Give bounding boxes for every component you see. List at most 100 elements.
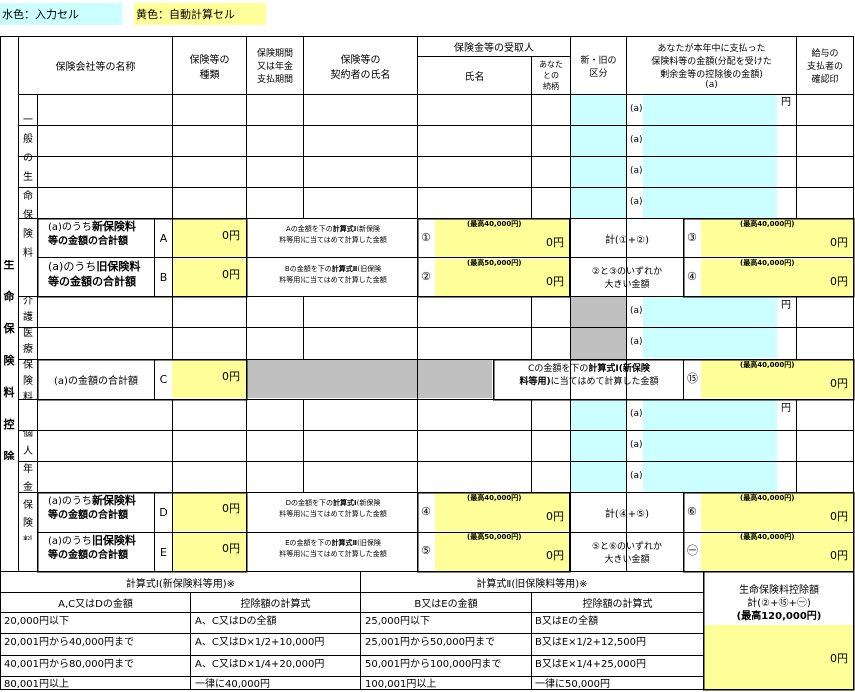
header-contractor: 保険等の契約者の氏名 [304,37,417,94]
label-total-c-text: (a)の金額の合計額 [54,376,138,387]
formula-desc-part: (旧保険 [357,265,382,273]
side-pension-char: 保 [23,499,33,511]
formula-desc-part: 料等用)に当てはめて計算した金額 [279,236,387,245]
header-amount-line: 保険料等の金額(分配を受けた [651,57,772,67]
side-general-char: の [23,152,33,164]
final-title-line: (最高120,000円) [736,611,822,622]
marker-p4: ④ [421,505,431,518]
formula-desc-part: 料等用)に当てはめて計算した金額 [279,550,387,559]
max-p7: (最高40,000円) [740,533,795,541]
total-c-cell [172,360,246,398]
formula-desc-part: (新保険 [356,499,381,507]
compare-line: 大きい金額 [604,555,650,565]
letter-d-text: D [159,506,168,519]
formula-desc-part: (新保険 [618,364,650,374]
marker-2: ② [421,270,431,283]
label-part: (a)のうち [48,260,97,273]
formula-desc-e: Eの金額を下の計算式Ⅱ(旧保険料等用)に当てはめて計算した金額 [250,538,416,570]
header-relation-line: との [543,71,559,80]
row-mark-a: (a) [630,306,643,316]
header-new-old: 新・旧の区分 [571,37,626,94]
header-new-old-line: 区分 [589,68,608,79]
disabled-care-formula [246,360,492,398]
formula-desc-part: (旧保険 [357,539,381,547]
side-pension-char: 料 [23,532,33,541]
header-new-old-line: 新・旧の [580,55,617,66]
formula-desc-part: 計算式Ⅰ [332,225,357,233]
new-old-input-pension[interactable] [570,400,626,493]
value-1: 0円 [546,236,564,249]
value-p4: 0円 [546,510,564,523]
header-contractor-line: 契約者の氏名 [330,69,391,81]
label-new-total-d: (a)のうち新保険料等の金額の合計額 [40,494,154,530]
letter-b-text: B [159,270,168,284]
total-4-5-text: 計(④+⑤) [604,509,650,520]
side-care-char: 保 [23,360,33,371]
total-b-cell [172,259,246,297]
label-part: (a)のうち [48,222,92,233]
final-title-line: 生命保険料控除額 [739,585,819,596]
value-p7: 0円 [830,549,848,562]
final-title-line: 計(②+⑮+㊀) [747,598,811,609]
label-part: 旧保険料 [91,534,136,547]
letter-e: E [155,533,172,571]
label-new-total-a: (a)のうち新保険料等の金額の合計額 [40,220,154,256]
letter-d: D [155,493,172,532]
side-life-char: 険 [3,354,15,367]
result-4p-cell [435,493,569,531]
marker-1: ① [421,231,431,244]
max-4: (最高40,000円) [740,259,795,267]
amount-input-pension[interactable] [643,400,777,493]
total-4-5: 計(④+⑤) [571,493,683,532]
formula2-col1-text: B又はEの金額 [414,599,478,610]
header-name: 氏名 [418,57,531,94]
header-amount-line: あなたが本年中に支払った [657,44,766,54]
letter-e-text: E [160,545,167,559]
result-4-cell [701,259,853,297]
value-total-e: 0円 [222,542,240,555]
value-total-c: 0円 [222,370,240,383]
letter-b: B [155,258,172,296]
max-p6: (最高40,000円) [740,494,795,502]
max-care: (最高40,000円) [740,361,795,369]
value-total-b: 0円 [222,268,240,281]
value-4: 0円 [830,275,848,288]
header-amount-line: 剰余金等の控除後の金額) [660,70,763,80]
side-label-care: 介 護 医 療 保 険 料 [19,296,37,399]
header-relation-line: 続柄 [543,82,559,91]
formula1-range: 80,001円以上 [4,679,69,690]
compare-line: 大きい金額 [604,280,650,290]
marker-4: ④ [687,270,697,283]
label-part: 等の金額の合計額 [48,509,128,521]
total-1-2: 計(①+②) [571,219,683,257]
row-mark-a: (a) [630,440,643,450]
value-p6: 0円 [830,510,848,523]
yen-unit: 円 [781,97,791,108]
side-pension-char: 金 [23,481,33,493]
formula2-calc: B又はE×1/4+25,000円 [535,659,647,670]
formula-desc-part: 計算式Ⅰ [333,499,357,507]
label-part: 旧保険料 [96,260,141,273]
formula1-range: 20,001円から40,000円まで [4,637,134,648]
formula-desc-d: Dの金額を下の計算式Ⅰ(新保険料等用)に当てはめて計算した金額 [250,498,416,530]
label-part: (a)のうち [48,536,92,547]
header-type-line: 種類 [199,69,220,81]
result-6p-cell [701,493,853,531]
total-a-cell [172,218,246,257]
total-e-cell [172,533,246,571]
header-confirm-line: 確認印 [811,75,839,85]
header-recipient: 保険金等の受取人 [418,37,570,56]
result-care-cell [701,360,853,398]
formula1-col2: 控除額の計算式 [191,593,360,612]
side-pension-char: 人 [23,445,33,457]
formula-desc-c: Cの金額を下の計算式Ⅰ(新保険料等用)に当てはめて計算した金額 [496,363,682,397]
total-d-cell [172,493,246,531]
formula-desc-part: Bの金額を下の [284,265,332,273]
side-care-char: 料 [23,392,33,399]
legend-yellow: 黄色：自動計算セル [134,3,266,25]
label-part: 新保険料 [91,220,136,233]
row-mark-a: (a) [630,135,643,145]
row-mark-a: (a) [630,104,643,114]
side-life-char: 除 [3,450,15,460]
letter-a: A [155,219,172,257]
